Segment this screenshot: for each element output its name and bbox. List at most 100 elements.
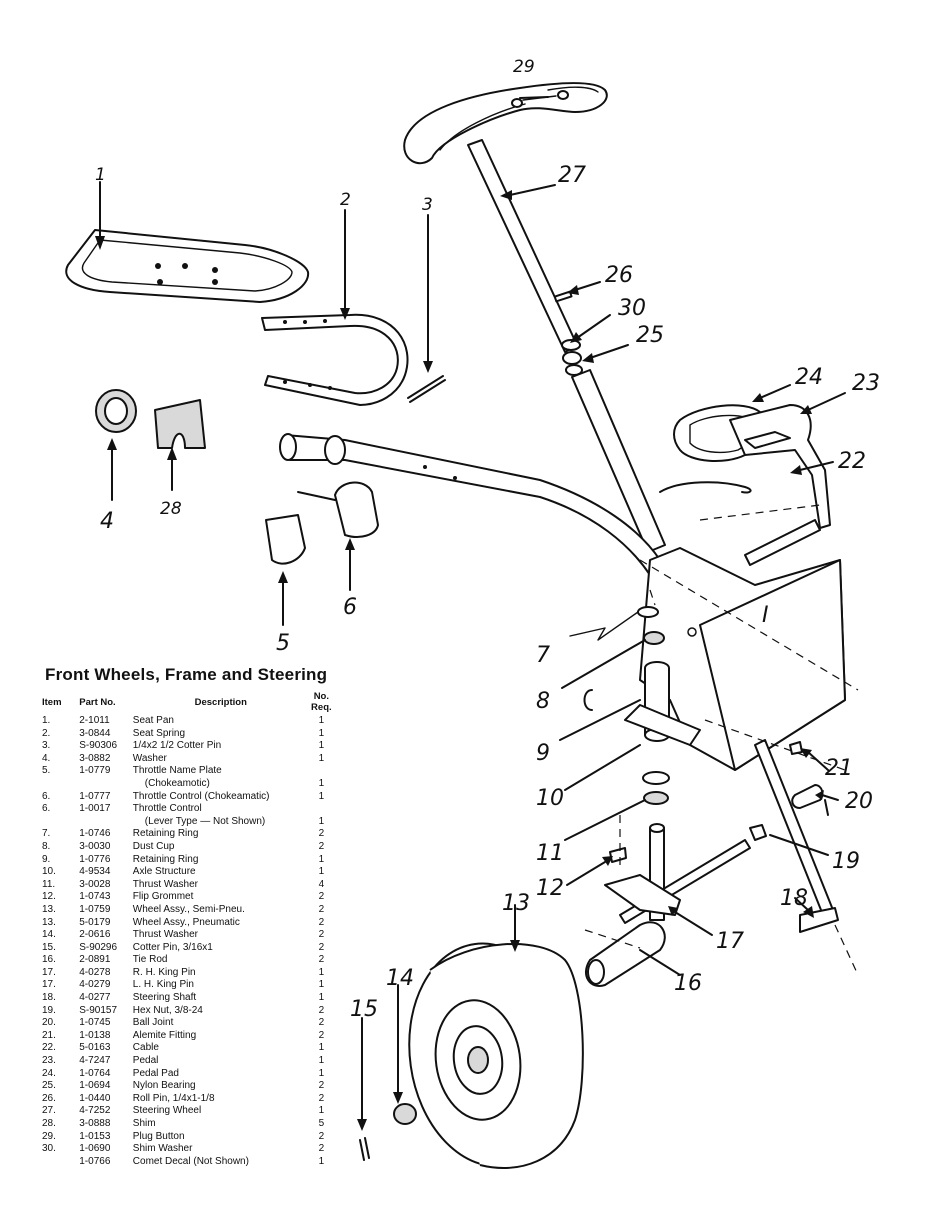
cell-part-no: S-90306	[79, 740, 118, 752]
parts-table: Item Part No. Description No. Req. 1.2-1…	[38, 691, 334, 1168]
cell-item: 25.	[42, 1080, 56, 1092]
cell-no-req	[309, 803, 334, 816]
cell-item: 26.	[42, 1092, 56, 1104]
cell-item: 15.	[42, 941, 56, 953]
callout-3: 3	[422, 195, 433, 215]
cell-description: Thrust Washer	[132, 929, 198, 941]
callout-29: 29	[513, 57, 535, 77]
header-no-req: No. Req.	[311, 691, 332, 713]
cell-part-no: 1-0746	[79, 828, 111, 840]
callout-2: 2	[340, 190, 351, 210]
cell-description: Dust Cup	[132, 840, 175, 852]
cell-description: Ball Joint	[132, 1017, 174, 1029]
cell-no-req: 1	[318, 979, 325, 991]
callout-13: 13	[502, 891, 530, 916]
retaining-ring-c	[583, 689, 593, 711]
cell-no-req: 1	[318, 815, 325, 827]
cell-description: Seat Spring	[132, 727, 186, 739]
seat-pan	[65, 229, 310, 303]
callout-24: 24	[795, 365, 823, 390]
cell-item: 4.	[42, 752, 51, 764]
cell-part-no: 1-0776	[79, 853, 111, 865]
cell-part-no: 3-0028	[79, 878, 111, 890]
cell-no-req: 1	[318, 992, 325, 1004]
cell-no-req: 1	[318, 790, 325, 802]
cell-part-no: 4-0278	[79, 966, 111, 978]
cell-no-req: 1	[318, 740, 325, 752]
callout-11: 11	[536, 841, 564, 866]
cell-no-req: 1	[318, 1105, 325, 1117]
cell-description: Axle Structure	[132, 866, 196, 878]
parts-list: Front Wheels, Frame and Steering Item Pa…	[38, 665, 338, 1168]
cell-description: R. H. King Pin	[132, 966, 196, 978]
cell-part-no: 2-1011	[79, 715, 110, 726]
cell-item: 24.	[42, 1067, 56, 1079]
callout-21: 21	[825, 756, 853, 781]
header-item: Item	[42, 696, 62, 708]
roll-pin	[553, 290, 573, 303]
steering-column-lower	[571, 369, 666, 553]
cell-description: Flip Grommet	[132, 891, 194, 903]
cell-part-no: 1-0745	[79, 1017, 111, 1029]
cell-item: 19.	[42, 1004, 56, 1016]
cell-description: Roll Pin, 1/4x1-1/8	[132, 1092, 215, 1104]
callout-5: 5	[276, 631, 290, 656]
cell-part-no: 1-0440	[79, 1092, 111, 1104]
cell-description: Alemite Fitting	[132, 1029, 197, 1041]
cell-part-no: 4-7247	[79, 1055, 111, 1067]
cell-no-req: 2	[318, 1092, 325, 1104]
steering-wheel	[403, 82, 608, 353]
cell-description: Shim	[132, 1118, 156, 1129]
callout-18: 18	[780, 886, 808, 911]
cell-item: 8.	[42, 840, 51, 852]
cell-part-no: 1-0766	[79, 1155, 111, 1167]
cell-item: 17.	[42, 966, 56, 978]
cell-item: 30.	[42, 1143, 56, 1155]
callout-19: 19	[832, 849, 860, 874]
cell-item: 12.	[42, 891, 56, 903]
cell-no-req	[309, 765, 334, 778]
callout-28: 28	[160, 499, 182, 519]
leader-lines	[95, 96, 846, 1131]
cell-no-req: 2	[318, 1130, 325, 1142]
axle-structure	[624, 547, 846, 771]
callout-9: 9	[536, 741, 550, 766]
cotter-pin	[407, 375, 446, 403]
callout-25: 25	[636, 323, 664, 348]
cell-part-no: 1-0153	[79, 1130, 111, 1142]
cell-no-req: 2	[318, 1017, 325, 1029]
callout-20: 20	[845, 789, 873, 814]
cell-description: Hex Nut, 3/8-24	[132, 1004, 203, 1016]
callout-30: 30	[618, 296, 646, 321]
cell-part-no: 5-0179	[79, 916, 111, 928]
pedal-shaft	[744, 519, 821, 566]
cell-no-req: 4	[318, 878, 325, 890]
cell-description: Steering Shaft	[132, 992, 197, 1004]
retaining-ring	[637, 606, 659, 618]
axle-plate-mark: I	[762, 603, 769, 628]
throttle-name-plate	[265, 514, 306, 565]
cell-part-no: 4-0277	[79, 992, 111, 1004]
cell-item: 14.	[42, 929, 56, 941]
cell-item: 27.	[42, 1105, 56, 1117]
cell-no-req: 1	[318, 1042, 325, 1054]
cell-description: Retaining Ring	[132, 853, 199, 865]
cell-item: 3.	[42, 740, 51, 752]
cell-item: 13.	[42, 916, 56, 928]
cell-no-req: 2	[318, 941, 325, 953]
cell-description: Cable	[132, 1042, 159, 1054]
cell-description: Seat Pan	[132, 715, 174, 726]
cell-description: Nylon Bearing	[132, 1080, 196, 1092]
cell-no-req: 1	[318, 853, 325, 865]
cell-no-req: 1	[318, 727, 325, 739]
